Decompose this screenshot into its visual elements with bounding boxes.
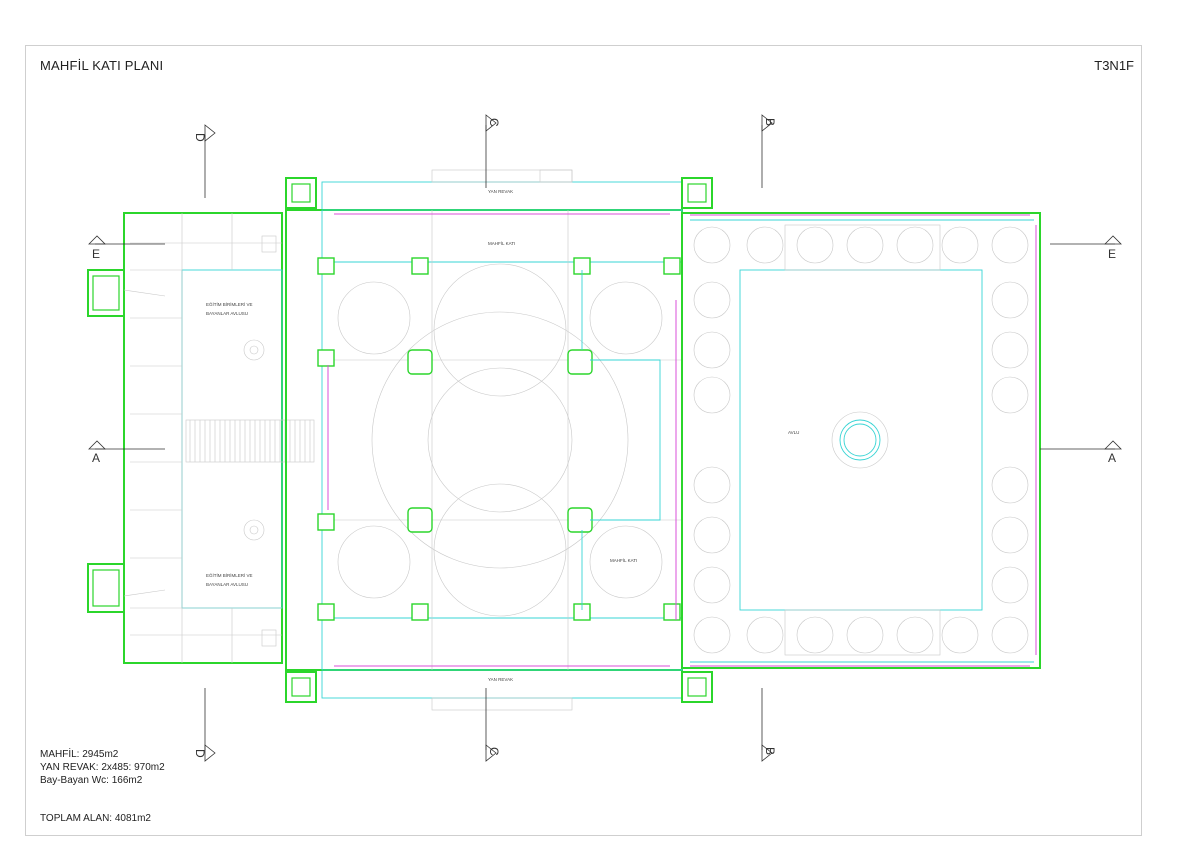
left-wing	[87, 212, 315, 664]
label-mahfil-kati-right: MAHFİL KATI	[610, 557, 637, 563]
area-total: TOPLAM ALAN: 4081m2	[40, 813, 151, 824]
stair-block	[185, 419, 315, 463]
area-stat-mahfil: MAHFİL: 2945m2	[40, 749, 119, 760]
label-egitim-bottom: EĞİTİM BİRİMLERİ VE	[206, 572, 253, 578]
label-bayanlar-top: BAYANLAR AVLUSU	[206, 311, 248, 316]
section-marker-c-bottom: C	[485, 688, 501, 762]
area-stat-wc: Bay-Bayan Wc: 166m2	[40, 775, 143, 786]
label-egitim-top: EĞİTİM BİRİMLERİ VE	[206, 301, 253, 307]
label-bayanlar-bottom: BAYANLAR AVLUSU	[206, 582, 248, 587]
drawing-code: T3N1F	[1094, 58, 1134, 73]
prayer-hall	[285, 177, 713, 703]
svg-text:B: B	[763, 118, 777, 126]
label-yan-revak-top: YAN REVAK	[488, 189, 513, 194]
section-marker-d-bottom: D	[193, 688, 216, 762]
svg-text:E: E	[1108, 247, 1116, 261]
drawing-sheet-border	[25, 45, 1142, 836]
label-yan-revak-bottom: YAN REVAK	[488, 677, 513, 682]
section-marker-c-top: C	[485, 114, 501, 188]
area-stats: MAHFİL: 2945m2 YAN REVAK: 2x485: 970m2 B…	[40, 748, 165, 787]
section-marker-d-top: D	[193, 124, 216, 198]
section-marker-e-left: E	[88, 235, 165, 261]
section-marker-b-top: B	[761, 114, 777, 188]
svg-text:C: C	[487, 747, 501, 756]
svg-text:A: A	[1108, 451, 1116, 465]
section-marker-a-left: A	[88, 440, 165, 465]
label-avlu: AVLU	[788, 430, 799, 435]
svg-text:D: D	[193, 749, 207, 758]
courtyard	[681, 212, 1041, 669]
svg-text:A: A	[92, 451, 100, 465]
svg-text:D: D	[193, 133, 207, 142]
svg-text:B: B	[763, 747, 777, 755]
area-stat-yan-revak: YAN REVAK: 2x485: 970m2	[40, 762, 165, 773]
label-mahfil-kati-top: MAHFİL KATI	[488, 240, 515, 246]
section-marker-b-bottom: B	[761, 688, 777, 762]
section-marker-e-right: E	[1050, 235, 1122, 261]
svg-text:E: E	[92, 247, 100, 261]
svg-text:C: C	[487, 118, 501, 127]
section-marker-a-right: A	[1040, 440, 1122, 465]
drawing-title: MAHFİL KATI PLANI	[40, 58, 164, 73]
